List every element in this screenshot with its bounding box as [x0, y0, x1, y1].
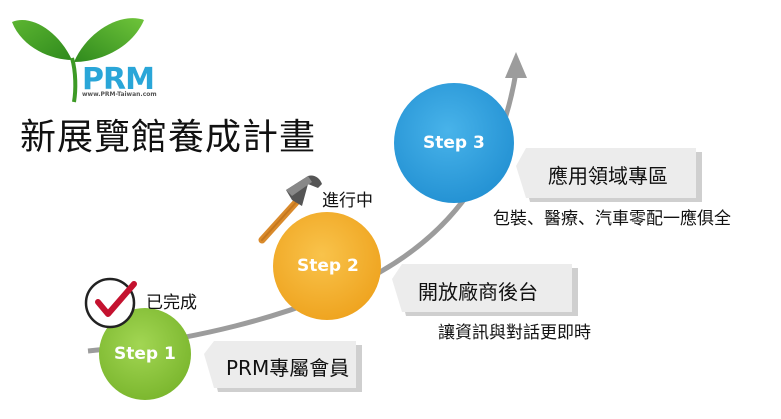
page-title: 新展覽館養成計畫: [20, 117, 317, 158]
step-3-label: Step 3: [423, 133, 485, 153]
step-1-label: Step 1: [114, 344, 176, 364]
step-3-description: 包裝、醫療、汽車零配一應俱全: [493, 209, 731, 229]
step-2-label: Step 2: [297, 256, 359, 276]
step-2-circle: [273, 212, 381, 320]
hammer-icon: [258, 175, 322, 244]
step-2-status: 進行中: [322, 191, 373, 211]
step-2-banner: 開放廠商後台: [418, 280, 538, 304]
curve-arrowhead: [505, 52, 527, 78]
banner-shape-2: [392, 264, 578, 316]
step-1-circle: [99, 308, 191, 400]
step-3-banner: 應用領域專區: [548, 164, 668, 188]
step-2-description: 讓資訊與對話更即時: [438, 323, 591, 343]
checkmark-circle-icon: [84, 277, 137, 329]
banner-shape-1: [204, 341, 362, 392]
step-1-status: 已完成: [146, 293, 197, 313]
sprout-icon: [12, 18, 144, 103]
logo-brand: PRM: [82, 62, 155, 97]
banner-shape-3: [516, 148, 702, 202]
step-3-circle: [394, 83, 514, 203]
step-1-banner: PRM專屬會員: [226, 356, 350, 380]
logo-url: www.PRM-Taiwan.com: [82, 91, 157, 98]
